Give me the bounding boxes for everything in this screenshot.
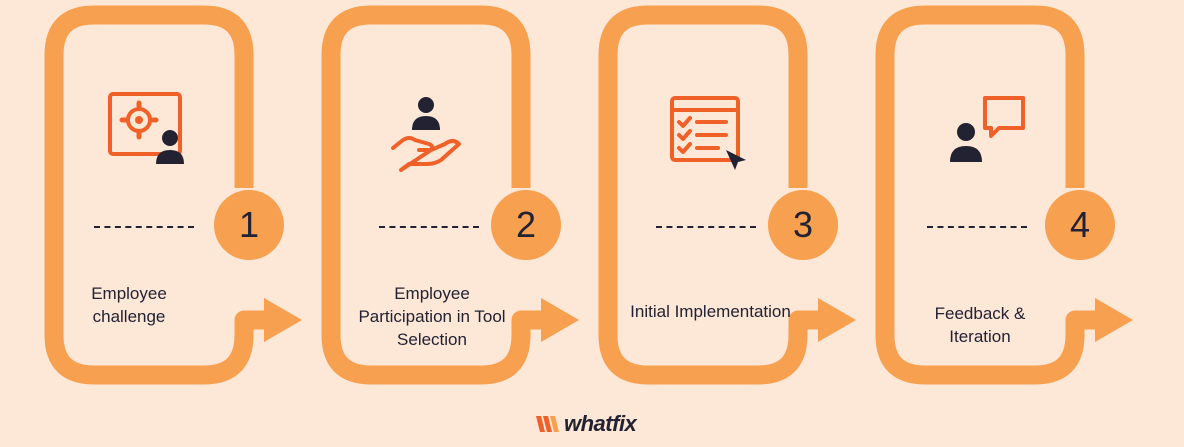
step-frame-3 xyxy=(598,5,856,385)
step-label-4: Feedback & Iteration xyxy=(934,304,1026,346)
step-number-1: 1 xyxy=(238,204,260,245)
step-frame-4 xyxy=(875,5,1133,385)
checklist-cursor-icon xyxy=(670,96,746,170)
step-1: 1 Employee challenge xyxy=(44,0,344,400)
step-label-1: Employee challenge xyxy=(91,284,167,326)
step-2: 2 Employee Participation in Tool Selecti… xyxy=(321,0,621,400)
step-3: 3 Initial Implementation xyxy=(598,0,898,400)
whatfix-mark-icon xyxy=(536,416,559,432)
step-number-3: 3 xyxy=(792,204,814,245)
dashed-line xyxy=(379,226,479,228)
step-4: 4 Feedback & Iteration xyxy=(875,0,1175,400)
step-label-3: Initial Implementation xyxy=(630,302,791,321)
dashed-line xyxy=(94,226,194,228)
step-number-4: 4 xyxy=(1069,204,1091,245)
step-frame-1 xyxy=(44,5,302,385)
whatfix-logo: whatfix xyxy=(536,409,656,439)
step-label-2: Employee Participation in Tool Selection xyxy=(358,284,506,349)
dashed-line xyxy=(927,226,1027,228)
hand-user-icon xyxy=(391,97,461,172)
user-chat-icon xyxy=(950,96,1025,162)
gear-user-icon xyxy=(108,92,184,164)
logo-text: whatfix xyxy=(564,411,637,436)
dashed-line xyxy=(656,226,756,228)
step-number-2: 2 xyxy=(515,204,537,245)
step-frame-2 xyxy=(321,5,579,385)
